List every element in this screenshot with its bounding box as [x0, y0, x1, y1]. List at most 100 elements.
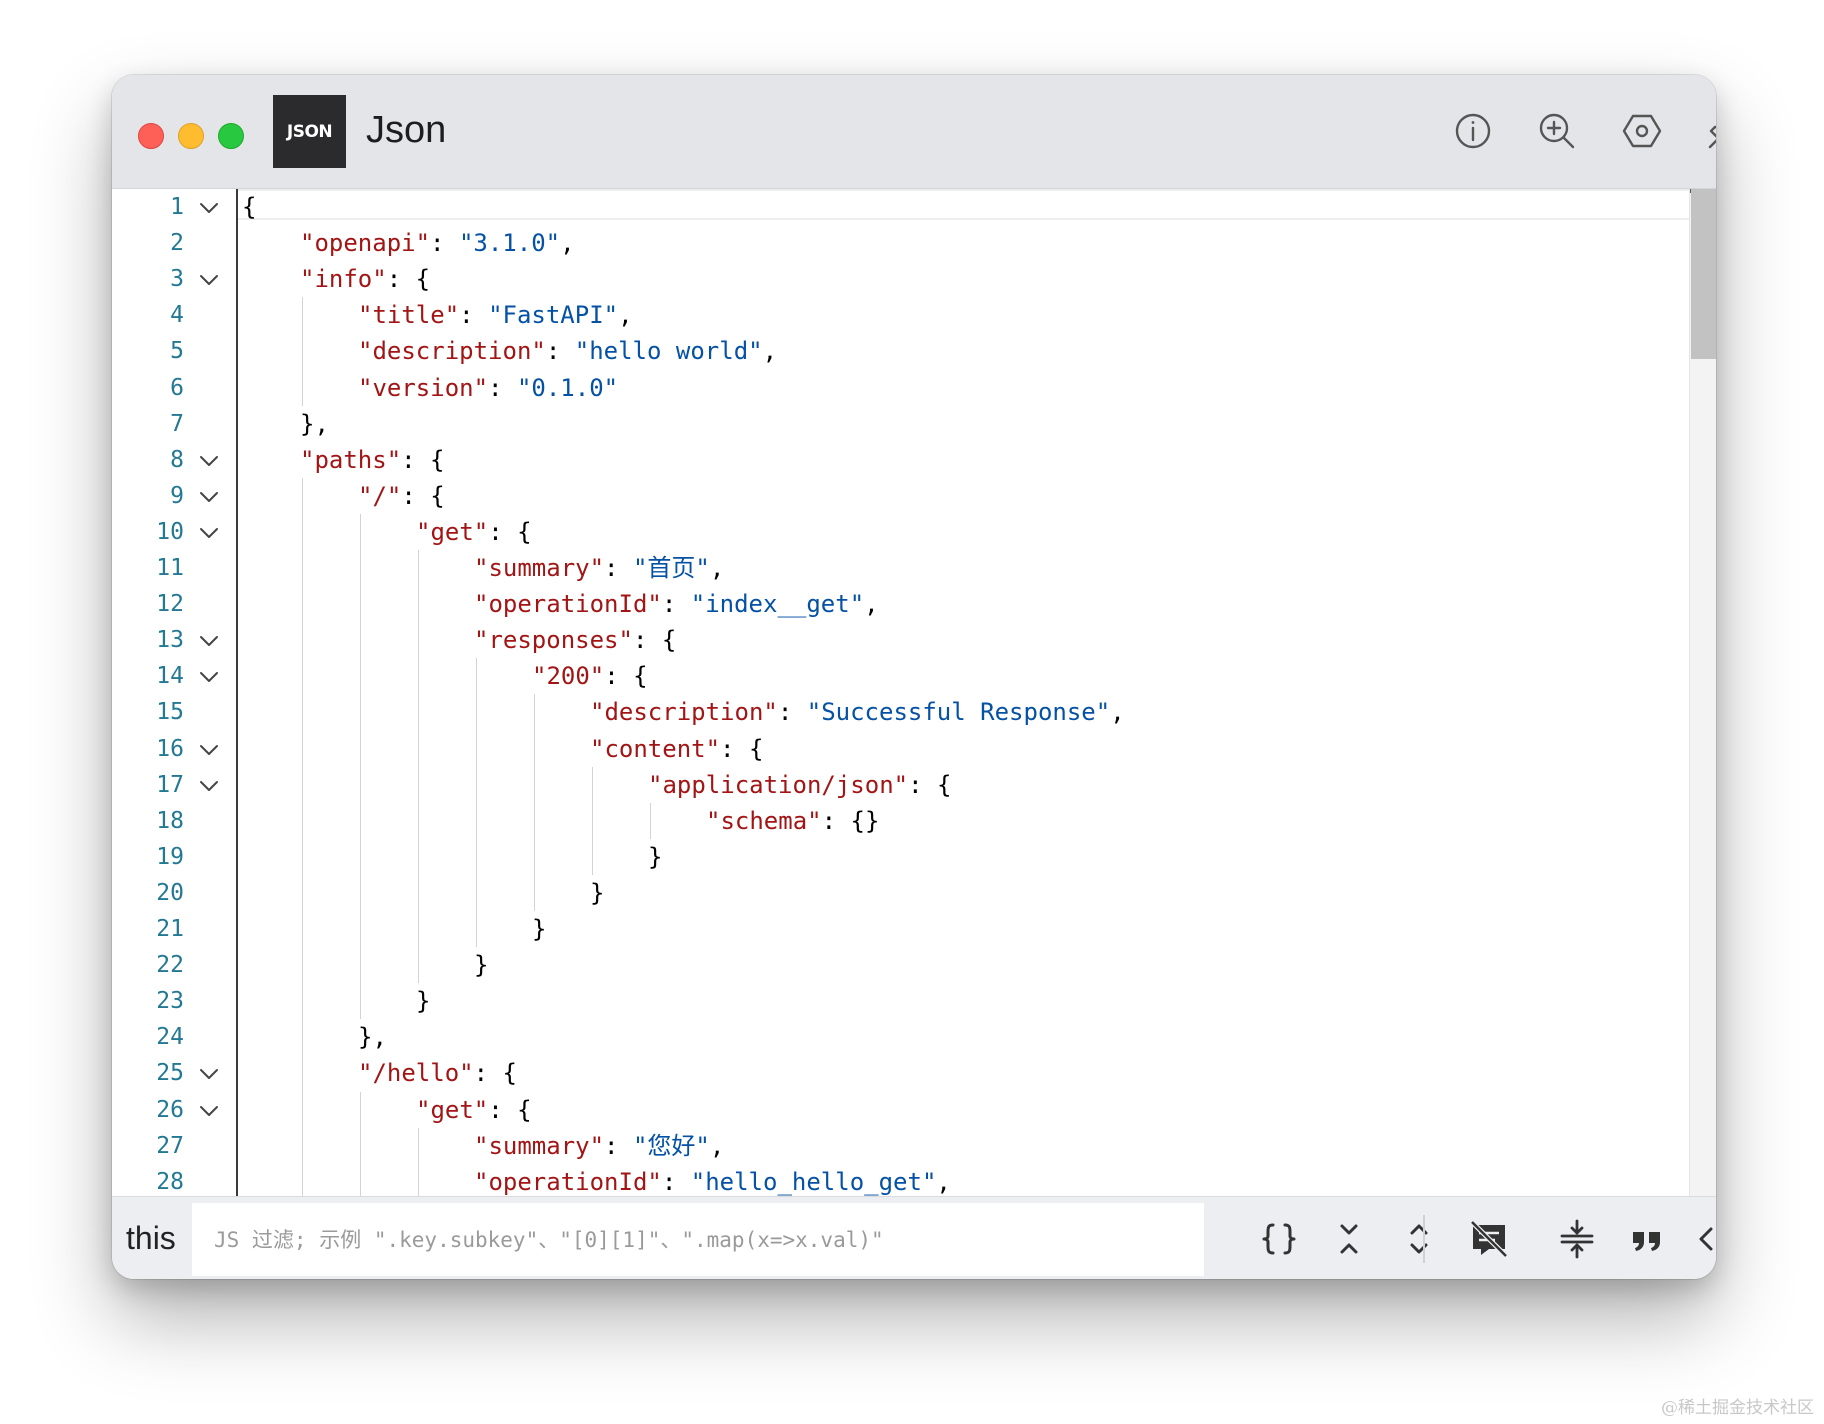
code-line[interactable]: 2"openapi": "3.1.0",	[112, 225, 1690, 261]
json-punctuation: },	[358, 1023, 387, 1052]
settings-button[interactable]	[1620, 109, 1664, 153]
code-line[interactable]: 20}	[112, 875, 1690, 911]
json-punctuation: ,	[864, 590, 879, 619]
json-key: "paths"	[300, 445, 402, 474]
collapse-all-button[interactable]	[1326, 1216, 1372, 1262]
json-string-value: "hello world"	[574, 337, 763, 366]
code-text: "responses": {	[474, 622, 676, 658]
json-key: "description"	[590, 698, 778, 727]
line-number: 13	[156, 627, 184, 654]
code-line[interactable]: 21}	[112, 911, 1690, 947]
code-line[interactable]: 1{	[112, 189, 1690, 225]
code-line[interactable]: 4"title": "FastAPI",	[112, 297, 1690, 333]
json-key: "content"	[590, 734, 721, 763]
json-punctuation: : {	[632, 626, 677, 655]
code-text: "schema": {}	[706, 803, 879, 839]
code-view-button[interactable]	[1694, 1216, 1716, 1262]
expand-all-button[interactable]	[1396, 1216, 1442, 1262]
code-line[interactable]: 16"content": {	[112, 731, 1690, 767]
line-number: 14	[156, 663, 184, 690]
fold-chevron-icon[interactable]	[198, 630, 220, 652]
fold-chevron-icon[interactable]	[198, 450, 220, 472]
indent-guide	[650, 802, 651, 839]
fold-chevron-icon[interactable]	[198, 666, 220, 688]
close-window-button[interactable]	[138, 123, 164, 149]
code-line[interactable]: 28"operationId": "hello_hello_get",	[112, 1164, 1690, 1196]
hide-comments-icon	[1470, 1220, 1508, 1258]
zoom-in-button[interactable]	[1535, 109, 1579, 153]
code-line[interactable]: 13 "responses": {	[112, 622, 1690, 658]
fold-chevron-icon[interactable]	[198, 486, 220, 508]
line-number: 8	[170, 446, 184, 473]
json-punctuation: :	[545, 337, 575, 366]
code-line[interactable]: 17"application/json": {	[112, 767, 1690, 803]
hide-comments-button[interactable]	[1466, 1216, 1512, 1262]
code-line[interactable]: 19}	[112, 839, 1690, 875]
code-text: "summary": "您好",	[474, 1128, 724, 1164]
this-label: this	[126, 1220, 176, 1256]
json-punctuation: ,	[709, 554, 725, 582]
code-text: "title": "FastAPI",	[358, 297, 633, 333]
json-key: "schema"	[706, 806, 822, 835]
minimize-window-button[interactable]	[178, 123, 204, 149]
settings-icon	[1622, 114, 1662, 148]
code-line[interactable]: 6"version": "0.1.0"	[112, 370, 1690, 406]
code-line[interactable]: 25"/hello": {	[112, 1055, 1690, 1091]
code-line[interactable]: 27"summary": "您好",	[112, 1128, 1690, 1164]
code-line[interactable]: 26"get": {	[112, 1092, 1690, 1128]
scrollbar-thumb[interactable]	[1691, 189, 1716, 359]
code-line[interactable]: 22}	[112, 947, 1690, 983]
json-punctuation: ,	[936, 1167, 951, 1196]
gutter-border	[236, 189, 238, 1196]
js-filter-input[interactable]	[192, 1203, 1204, 1276]
code-text: "/hello": {	[358, 1055, 517, 1091]
fold-chevron-icon[interactable]	[198, 269, 220, 291]
json-key: "200"	[532, 662, 605, 691]
vertical-scrollbar[interactable]	[1689, 189, 1716, 1196]
json-punctuation: {	[242, 193, 257, 221]
fold-chevron-icon[interactable]	[198, 1100, 220, 1122]
code-line[interactable]: 24},	[112, 1019, 1690, 1055]
line-number: 22	[156, 952, 184, 979]
code-line[interactable]: 10"get": {	[112, 514, 1690, 550]
line-number: 15	[156, 699, 184, 726]
code-line[interactable]: 15"description": "Successful Response",	[112, 694, 1690, 730]
compact-button[interactable]	[1554, 1216, 1600, 1262]
fold-chevron-icon[interactable]	[198, 197, 220, 219]
fold-chevron-icon[interactable]	[198, 522, 220, 544]
quotes-button[interactable]	[1624, 1216, 1670, 1262]
json-punctuation: ,	[560, 229, 575, 258]
code-line[interactable]: 8"paths": {	[112, 442, 1690, 478]
json-punctuation: :	[459, 301, 489, 330]
info-button[interactable]	[1451, 109, 1495, 153]
code-line[interactable]: 7},	[112, 406, 1690, 442]
line-number: 19	[156, 843, 184, 870]
format-json-button[interactable]	[1256, 1216, 1302, 1262]
line-number: 7	[170, 410, 184, 437]
maximize-window-button[interactable]	[218, 123, 244, 149]
json-punctuation: : {	[720, 734, 764, 763]
json-key: "get"	[416, 517, 489, 546]
fold-chevron-icon[interactable]	[198, 1063, 220, 1085]
info-icon	[1455, 113, 1491, 149]
code-text: },	[358, 1019, 387, 1055]
fold-chevron-icon[interactable]	[198, 739, 220, 761]
code-line[interactable]: 11"summary": "首页",	[112, 550, 1690, 586]
json-editor[interactable]: 1{2"openapi": "3.1.0",3"info": {4"title"…	[112, 189, 1716, 1196]
code-line[interactable]: 5"description": "hello world",	[112, 333, 1690, 369]
code-line[interactable]: 14 "200": {	[112, 658, 1690, 694]
fold-chevron-icon[interactable]	[198, 775, 220, 797]
code-line[interactable]: 3"info": {	[112, 261, 1690, 297]
code-text: "200": {	[532, 658, 648, 694]
code-line[interactable]: 18"schema": {}	[112, 803, 1690, 839]
json-key: "responses"	[474, 626, 633, 655]
line-number: 6	[170, 374, 184, 401]
line-number: 24	[156, 1024, 184, 1051]
line-number: 20	[156, 879, 184, 906]
code-line[interactable]: 23}	[112, 983, 1690, 1019]
code-line[interactable]: 12"operationId": "index__get",	[112, 586, 1690, 622]
code-text: }	[416, 983, 430, 1019]
collapse-all-icon	[1340, 1224, 1358, 1254]
code-line[interactable]: 9"/": {	[112, 478, 1690, 514]
pin-button[interactable]	[1704, 109, 1716, 153]
